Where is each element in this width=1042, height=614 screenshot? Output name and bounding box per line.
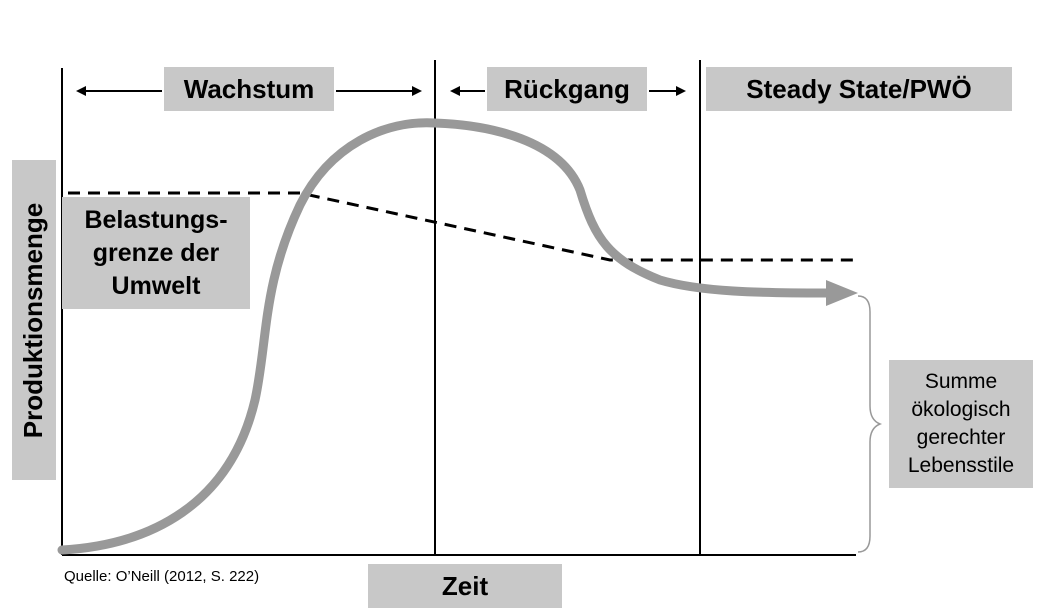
sum-lifestyles-text: Summe ökologisch gerechter Lebensstile bbox=[907, 370, 1015, 477]
x-axis-label: Zeit bbox=[368, 564, 562, 608]
production-curve bbox=[57, 118, 831, 555]
environmental-limit-label: Belastungs- grenze der Umwelt bbox=[62, 197, 250, 309]
y-axis-label-box: Produktionsmenge bbox=[12, 160, 56, 480]
sum-brace bbox=[857, 295, 883, 553]
production-curve-arrowhead bbox=[826, 280, 858, 306]
phase-label-steady-state: Steady State/PWÖ bbox=[706, 67, 1012, 111]
source-citation: Quelle: O’Neill (2012, S. 222) bbox=[64, 568, 260, 585]
phase-label-decline: Rückgang bbox=[487, 67, 647, 111]
phase-label-growth: Wachstum bbox=[164, 67, 334, 111]
y-axis-label: Produktionsmenge bbox=[18, 202, 49, 438]
environmental-limit-line bbox=[68, 191, 858, 262]
environmental-limit-text: Belastungs- grenze der Umwelt bbox=[84, 205, 228, 300]
sum-lifestyles-label: Summe ökologisch gerechter Lebensstile bbox=[889, 360, 1033, 488]
